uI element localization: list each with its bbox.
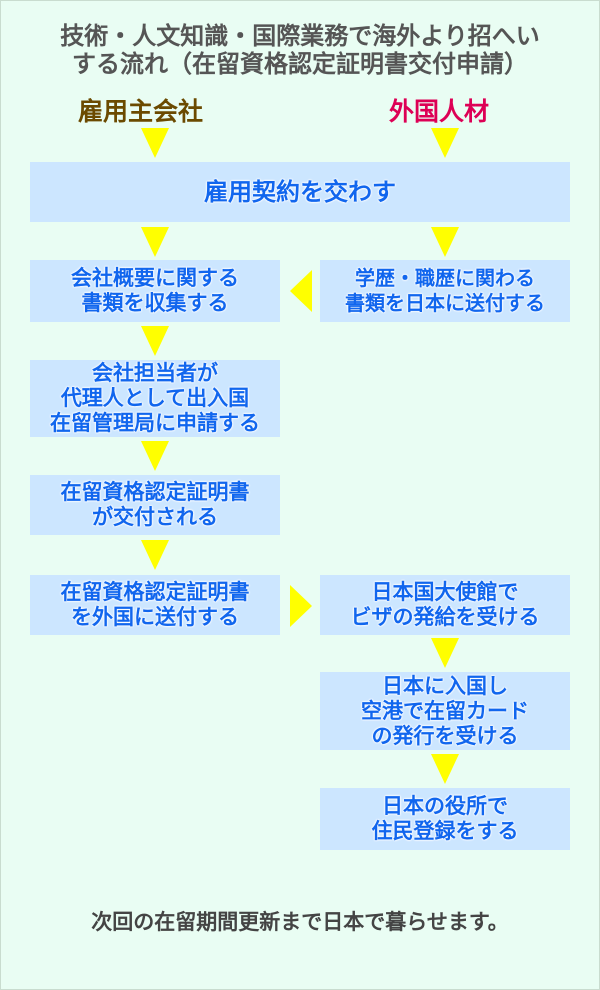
arrow-down-icon: [431, 754, 459, 784]
arrow-down-icon: [141, 441, 169, 471]
arrow-down-icon: [431, 638, 459, 668]
footer-note: 次回の在留期間更新まで日本で暮らせます。: [91, 910, 509, 934]
step-send-abroad: 在留資格認定証明書 を外国に送付する: [30, 575, 280, 635]
title-line-1: 技術・人文知識・国際業務で海外より招へい: [60, 22, 540, 50]
step-company-docs: 会社概要に関する 書類を収集する: [30, 260, 280, 322]
step-candidate-docs: 学歴・職歴に関わる 書類を日本に送付する: [320, 260, 570, 322]
step-entry: 日本に入国し 空港で在留カード の発行を受ける: [320, 672, 570, 750]
employer-header: 雇用主会社: [78, 97, 204, 126]
step-visa: 日本国大使館で ビザの発給を受ける: [320, 575, 570, 635]
arrow-down-icon: [141, 540, 169, 570]
page-title: 技術・人文知識・国際業務で海外より招へいする流れ（在留資格認定証明書交付申請）: [0, 22, 600, 78]
title-line-2: する流れ（在留資格認定証明書交付申請）: [72, 50, 528, 78]
step-register: 日本の役所で 住民登録をする: [320, 788, 570, 850]
arrow-left-icon: [290, 270, 312, 312]
arrow-down-icon: [141, 227, 169, 257]
step-apply: 会社担当者が 代理人として出入国 在留管理局に申請する: [30, 360, 280, 437]
step-issued: 在留資格認定証明書 が交付される: [30, 475, 280, 535]
arrow-down-icon: [431, 128, 459, 158]
foreign-header: 外国人材: [389, 97, 490, 126]
arrow-down-icon: [141, 128, 169, 158]
arrow-down-icon: [431, 227, 459, 257]
arrow-down-icon: [141, 326, 169, 356]
arrow-right-icon: [290, 585, 312, 627]
step-contract: 雇用契約を交わす: [30, 162, 570, 222]
